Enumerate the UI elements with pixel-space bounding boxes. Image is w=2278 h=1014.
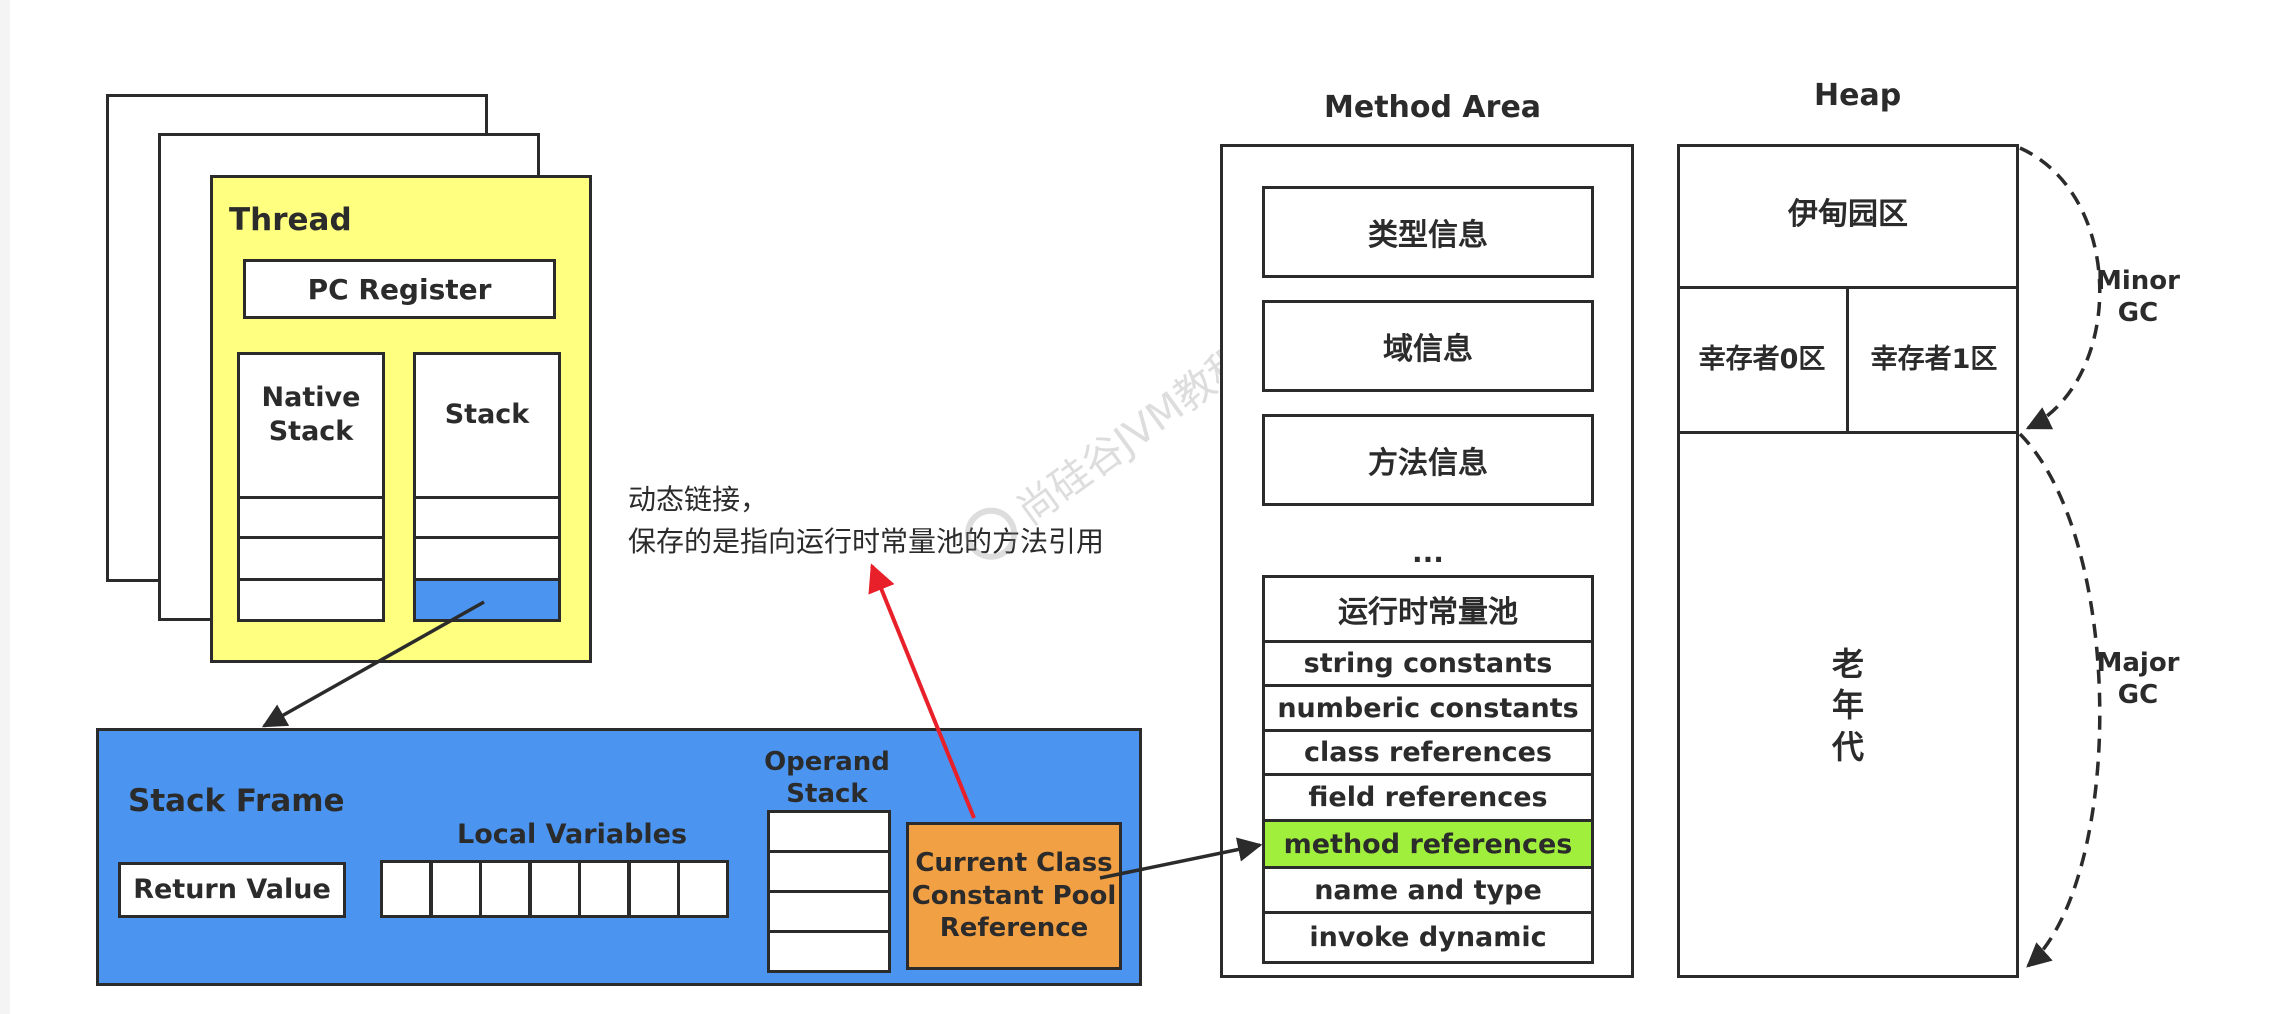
local-variable-slot — [578, 860, 630, 918]
major-gc-label: Major GC — [2096, 647, 2180, 711]
native-stack-divider — [237, 496, 385, 499]
method-references-row: method references — [1262, 819, 1594, 869]
heap — [1677, 144, 2019, 978]
heap-title: Heap — [1814, 78, 1902, 113]
native-stack-divider — [237, 536, 385, 539]
current-class-constant-pool-reference: Current Class Constant Pool Reference — [906, 822, 1122, 970]
return-value: Return Value — [118, 862, 346, 918]
jvm-runtime-diagram: Thread PC Register Native Stack Stack St… — [10, 0, 2278, 1014]
operand-stack-title: Operand Stack — [764, 746, 890, 810]
runtime-constant-pool-row: string constants — [1262, 640, 1594, 687]
reference-to-method-ref-arrow — [1099, 837, 1263, 880]
pc-register: PC Register — [243, 259, 556, 319]
runtime-constant-pool-row: class references — [1262, 729, 1594, 776]
thread-title: Thread — [229, 202, 352, 238]
old-generation: 老 年 代 — [1831, 644, 1864, 766]
method-area-info-box: 类型信息 — [1262, 186, 1594, 278]
method-area-info-box: 域信息 — [1262, 300, 1594, 392]
runtime-constant-pool-row: numberic constants — [1262, 684, 1594, 732]
operand-stack-slot — [767, 850, 891, 893]
dynamic-linking-arrow — [868, 563, 976, 819]
method-area-ellipsis: ... — [1412, 535, 1444, 569]
major-gc-arrow — [2018, 432, 2102, 968]
survivor-divider — [1677, 431, 2019, 434]
survivor-divider — [1846, 286, 1849, 431]
eden-space: 伊甸园区 — [1788, 197, 1908, 233]
survivor-1-space: 幸存者1区 — [1870, 344, 1998, 376]
survivor-0-space: 幸存者0区 — [1698, 344, 1826, 376]
native-stack-label: Native Stack — [261, 382, 361, 447]
local-variable-slot — [677, 860, 729, 918]
stack-to-frame-arrow — [261, 600, 485, 728]
java-stack-divider — [413, 496, 561, 499]
java-stack — [413, 352, 561, 622]
runtime-constant-pool-row: name and type — [1262, 866, 1594, 914]
native-stack — [237, 352, 385, 622]
connector-arrows — [261, 146, 2102, 968]
method-area-info-box: 方法信息 — [1262, 414, 1594, 506]
operand-stack-slot — [767, 810, 891, 853]
method-area-title: Method Area — [1324, 90, 1542, 125]
runtime-constant-pool-row: invoke dynamic — [1262, 911, 1594, 964]
java-stack-divider — [413, 536, 561, 539]
local-variables-title: Local Variables — [457, 819, 688, 850]
dynamic-linking-note-line2: 保存的是指向运行时常量池的方法引用 — [628, 525, 1105, 558]
runtime-constant-pool-title: 运行时常量池 — [1262, 575, 1594, 643]
runtime-constant-pool-row: field references — [1262, 773, 1594, 822]
stack-frame-title: Stack Frame — [128, 783, 345, 819]
java-stack-label: Stack — [444, 399, 530, 431]
current-stack-frame-slot — [413, 578, 561, 622]
native-stack-divider — [237, 578, 385, 581]
dynamic-linking-note-line1: 动态链接， — [628, 483, 769, 516]
minor-gc-label: Minor GC — [2096, 265, 2180, 329]
operand-stack-slot — [767, 930, 891, 973]
minor-gc-arrow — [2019, 146, 2102, 430]
